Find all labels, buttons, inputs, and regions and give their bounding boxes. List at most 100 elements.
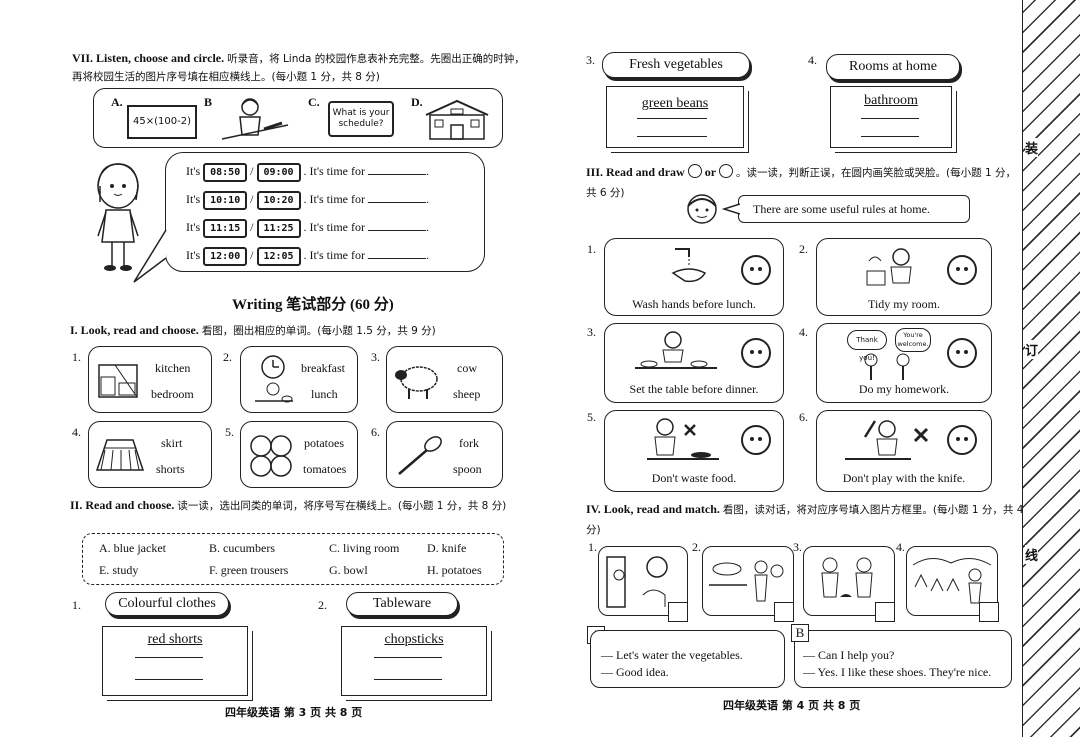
sad-face-icon (719, 164, 734, 178)
group-number: 3. (586, 53, 595, 67)
answer-face-circle[interactable] (741, 425, 771, 455)
item-number: 6. (371, 425, 380, 439)
option-d-letter: D. (411, 95, 423, 109)
word-option[interactable]: tomatoes (303, 462, 347, 476)
answer-blank[interactable] (374, 679, 442, 680)
skirt-picture (95, 439, 145, 471)
group-number: 4. (808, 53, 817, 67)
word-bank-item: C. living room (329, 541, 400, 555)
option-b-letter: B (204, 95, 213, 109)
answer-blank[interactable] (637, 118, 707, 119)
word-bank-item: B. cucumbers (209, 541, 275, 555)
example-word: bathroom (864, 93, 918, 108)
example-word: red shorts (147, 632, 203, 647)
answer-box[interactable] (979, 602, 999, 622)
group-card-3: green beans (606, 86, 744, 148)
blackboard-math: 45×(100-2) (127, 105, 197, 139)
word-option[interactable]: breakfast (301, 361, 345, 375)
word-card-5: potatoes tomatoes (240, 421, 358, 488)
dialog-b: — Can I help you? — Yes. I like these sh… (794, 630, 1012, 688)
binder-label: 订 (1025, 340, 1039, 359)
picture-number: 2. (692, 540, 701, 554)
answer-blank[interactable] (368, 258, 426, 259)
rule-card-6: Don't play with the knife. (816, 410, 992, 492)
word-bank: A. blue jacket B. cucumbers C. living ro… (82, 533, 504, 585)
answer-face-circle[interactable] (741, 338, 771, 368)
answer-blank[interactable] (368, 174, 426, 175)
clock-choice-1[interactable]: 08:50 (203, 163, 248, 182)
answer-box[interactable] (875, 602, 895, 622)
answer-blank[interactable] (637, 136, 707, 137)
word-bank-item: G. bowl (329, 563, 368, 577)
group-title-fresh-vegetables: Fresh vegetables (602, 52, 750, 78)
answer-box[interactable] (668, 602, 688, 622)
word-card-2: breakfast lunch (240, 346, 358, 413)
word-option[interactable]: spoon (453, 462, 482, 476)
word-option[interactable]: bedroom (151, 387, 194, 401)
option-c-letter: C. (308, 95, 320, 109)
writing-title: Writing 笔试部分 (60 分) (232, 297, 394, 313)
section-vii-heading: VII. Listen, choose and circle. 听录音，将 Li… (72, 51, 525, 83)
bubble-tail (133, 229, 167, 283)
item-number: 1. (72, 350, 81, 364)
rules-speech-bubble: There are some useful rules at home. (738, 195, 970, 223)
part3-heading: III. Read and draw or 。读一读，判断正误，在圆内画笑脸或哭… (586, 164, 1016, 199)
time-row: It's 08:50 / 09:00 . It's time for . (186, 162, 476, 190)
word-option[interactable]: cow (457, 361, 477, 375)
clock-choice-1[interactable]: 11:15 (203, 219, 248, 238)
answer-blank[interactable] (135, 657, 203, 658)
item-number: 6. (799, 410, 808, 424)
answer-blank[interactable] (368, 230, 426, 231)
word-card-1: kitchen bedroom (88, 346, 212, 413)
picture-number: 1. (588, 540, 597, 554)
answer-face-circle[interactable] (947, 338, 977, 368)
word-option[interactable]: shorts (156, 462, 185, 476)
dialog-line: — Can I help you? (803, 648, 895, 662)
part1-heading: I. Look, read and choose. 看图，圈出相应的单词。(每小… (70, 323, 436, 337)
left-page-footer: 四年级英语 第 3 页 共 8 页 (225, 706, 363, 719)
answer-face-circle[interactable] (741, 255, 771, 285)
word-option[interactable]: skirt (161, 436, 183, 450)
clock-choice-2[interactable]: 12:05 (256, 247, 301, 266)
rule-caption: Do my homework. (858, 382, 950, 396)
word-option[interactable]: kitchen (155, 361, 191, 375)
clock-choice-2[interactable]: 10:20 (256, 191, 301, 210)
dialog-a: — Let's water the vegetables. — Good ide… (590, 630, 785, 688)
group-title-colourful-clothes: Colourful clothes (105, 592, 229, 616)
word-option[interactable]: potatoes (304, 436, 344, 450)
answer-blank[interactable] (135, 679, 203, 680)
picture-number: 3. (793, 540, 802, 554)
clock-choice-1[interactable]: 12:00 (203, 247, 248, 266)
breakfast-clock-picture (255, 355, 293, 403)
item-number: 5. (225, 425, 234, 439)
word-bank-item: A. blue jacket (99, 541, 166, 555)
answer-face-circle[interactable] (947, 255, 977, 285)
clock-choice-1[interactable]: 10:10 (203, 191, 248, 210)
spoon-picture (398, 436, 442, 475)
word-bank-item: F. green trousers (209, 563, 289, 577)
word-card-6: fork spoon (386, 421, 503, 488)
word-option[interactable]: lunch (311, 387, 338, 401)
word-option[interactable]: sheep (453, 387, 481, 401)
answer-blank[interactable] (368, 202, 426, 203)
example-word: chopsticks (384, 632, 444, 647)
answer-blank[interactable] (861, 136, 919, 137)
answer-face-circle[interactable] (947, 425, 977, 455)
answer-blank[interactable] (861, 118, 919, 119)
word-card-4: skirt shorts (88, 421, 212, 488)
time-row: It's 10:10 / 10:20 . It's time for . (186, 190, 476, 218)
shoe-shop-scene-picture (821, 557, 873, 598)
answer-blank[interactable] (374, 657, 442, 658)
tomatoes-picture (250, 435, 292, 477)
clock-choice-2[interactable]: 11:25 (256, 219, 301, 238)
right-page-footer: 四年级英语 第 4 页 共 8 页 (723, 699, 861, 712)
part2-heading: II. Read and choose. 读一读，选出同类的单词，将序号写在横线… (70, 498, 507, 512)
answer-box[interactable] (774, 602, 794, 622)
clock-choice-2[interactable]: 09:00 (256, 163, 301, 182)
item-number: 1. (587, 242, 596, 256)
time-speech-bubble (165, 152, 485, 272)
word-option[interactable]: fork (459, 436, 479, 450)
dialog-line: — Yes. I like these shoes. They're nice. (803, 665, 992, 679)
time-rows: It's 08:50 / 09:00 . It's time for . It'… (186, 162, 476, 274)
